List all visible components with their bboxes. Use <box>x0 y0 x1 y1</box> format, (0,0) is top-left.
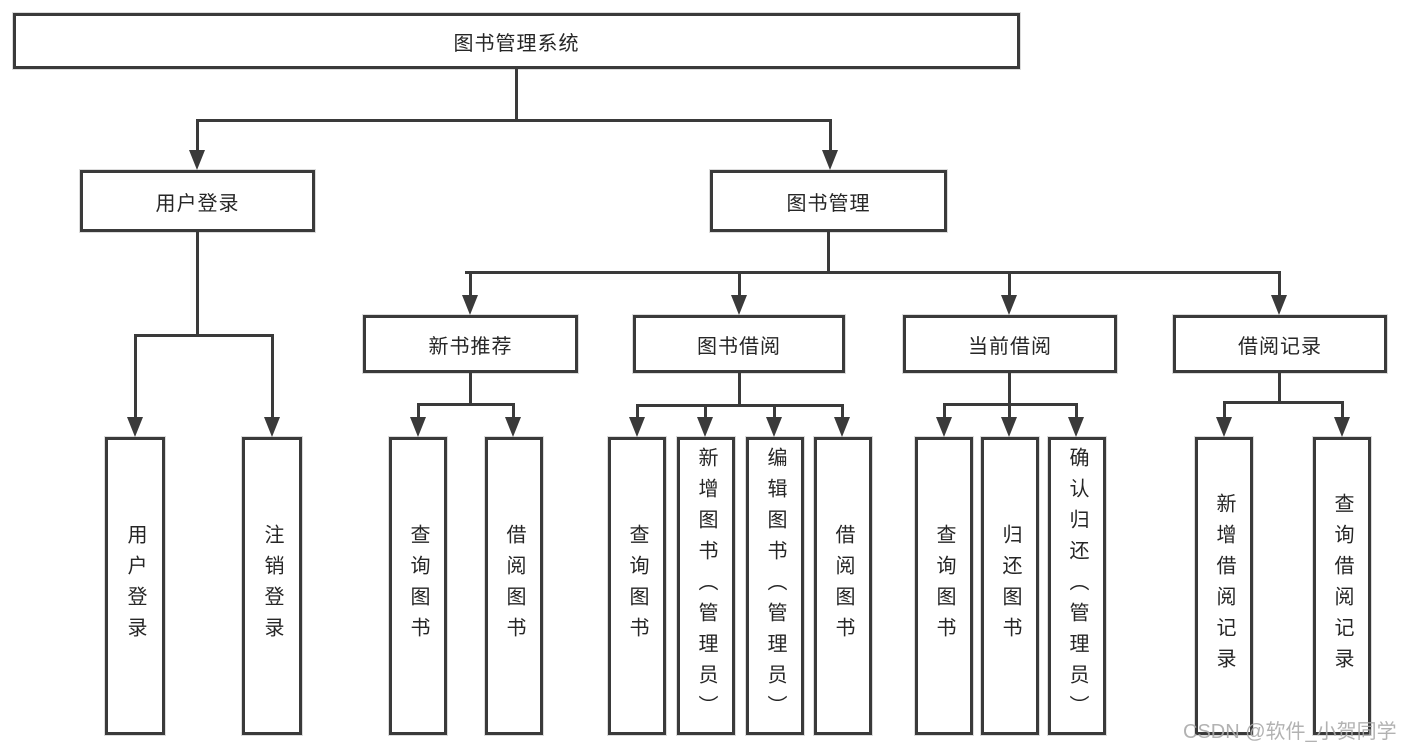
node-label: 图书管理系统 <box>453 32 580 55</box>
leaf-edit-book-admin: 编辑图书（管理员） <box>746 437 804 735</box>
connector-new-book-bar <box>417 403 515 406</box>
arrow-down-icon <box>936 417 952 437</box>
connector-borrow-records-bar <box>1223 401 1343 404</box>
leaf-user-login: 用户登录 <box>105 437 165 735</box>
connector-drop-current-borrow <box>1008 271 1011 298</box>
node-book-borrow: 图书借阅 <box>633 315 845 373</box>
leaf-label: 借阅图书 <box>503 524 525 648</box>
leaf-query-books-3: 查询图书 <box>915 437 973 735</box>
node-library-management-system: 图书管理系统 <box>13 13 1020 69</box>
arrow-down-icon <box>189 150 205 170</box>
leaf-confirm-return-admin: 确认归还（管理员） <box>1048 437 1106 735</box>
leaf-label: 用户登录 <box>124 524 146 648</box>
connector-user-login-bar <box>134 334 274 337</box>
leaf-label: 查询图书 <box>626 524 648 648</box>
node-label: 用户登录 <box>155 192 240 215</box>
connector-drop <box>417 403 420 420</box>
connector-drop-new-book <box>469 271 472 298</box>
arrow-down-icon <box>1068 417 1084 437</box>
connector-book-borrow-bar <box>636 404 844 407</box>
leaf-query-borrow-record: 查询借阅记录 <box>1313 437 1371 735</box>
node-user-login: 用户登录 <box>80 170 315 232</box>
arrow-down-icon <box>1216 417 1232 437</box>
node-label: 当前借阅 <box>968 335 1052 358</box>
connector-drop <box>773 404 776 420</box>
leaf-add-borrow-record: 新增借阅记录 <box>1195 437 1253 735</box>
leaf-label: 确认归还（管理员） <box>1066 446 1088 726</box>
node-label: 新书推荐 <box>428 335 513 358</box>
leaf-label: 新增图书（管理员） <box>695 446 717 726</box>
arrow-down-icon <box>731 295 747 315</box>
node-label: 图书借阅 <box>697 335 781 358</box>
arrow-down-icon <box>1001 295 1017 315</box>
csdn-watermark: CSDN @软件_小贺同学 <box>1183 721 1397 743</box>
connector-book-management-stem <box>827 232 830 273</box>
arrow-down-icon <box>505 417 521 437</box>
leaf-add-book-admin: 新增图书（管理员） <box>677 437 735 735</box>
connector-user-login-stem <box>196 232 199 336</box>
connector-level1-bar <box>196 119 832 122</box>
connector-drop-leaf-user-login <box>134 334 137 420</box>
leaf-logout: 注销登录 <box>242 437 302 735</box>
arrow-down-icon <box>410 417 426 437</box>
connector-drop <box>704 404 707 420</box>
connector-drop-book-borrow <box>738 271 741 298</box>
node-new-book-recommend: 新书推荐 <box>363 315 578 373</box>
connector-drop-book-management <box>829 119 832 153</box>
connector-drop <box>512 403 515 420</box>
arrow-down-icon <box>1334 417 1350 437</box>
node-label: 图书管理 <box>786 192 871 215</box>
connector-drop <box>841 404 844 420</box>
connector-borrow-records-stem <box>1278 373 1281 404</box>
arrow-down-icon <box>697 417 713 437</box>
node-current-borrow: 当前借阅 <box>903 315 1117 373</box>
arrow-down-icon <box>822 150 838 170</box>
connector-drop <box>636 404 639 420</box>
arrow-down-icon <box>629 417 645 437</box>
arrow-down-icon <box>264 417 280 437</box>
leaf-label: 查询图书 <box>933 524 955 648</box>
node-book-management: 图书管理 <box>710 170 947 232</box>
leaf-label: 注销登录 <box>261 524 283 648</box>
connector-drop <box>1341 401 1344 420</box>
leaf-label: 新增借阅记录 <box>1213 493 1235 679</box>
leaf-return-book: 归还图书 <box>981 437 1039 735</box>
connector-book-borrow-stem <box>738 373 741 407</box>
leaf-label: 借阅图书 <box>832 524 854 648</box>
leaf-label: 查询图书 <box>407 524 429 648</box>
connector-drop <box>1223 401 1226 420</box>
connector-drop-leaf-logout <box>271 334 274 420</box>
arrow-down-icon <box>834 417 850 437</box>
arrow-down-icon <box>127 417 143 437</box>
connector-drop <box>943 403 946 420</box>
connector-level3-bar <box>465 271 1281 274</box>
arrow-down-icon <box>766 417 782 437</box>
connector-drop <box>1075 403 1078 420</box>
connector-current-borrow-stem <box>1008 373 1011 406</box>
arrow-down-icon <box>1271 295 1287 315</box>
connector-drop-user-login <box>196 119 199 153</box>
connector-drop-borrow-records <box>1278 271 1281 298</box>
connector-drop <box>1008 403 1011 420</box>
arrow-down-icon <box>1001 417 1017 437</box>
leaf-label: 归还图书 <box>999 524 1021 648</box>
arrow-down-icon <box>462 295 478 315</box>
leaf-query-books-2: 查询图书 <box>608 437 666 735</box>
leaf-borrow-books-1: 借阅图书 <box>485 437 543 735</box>
connector-new-book-stem <box>469 373 472 406</box>
leaf-label: 编辑图书（管理员） <box>764 446 786 726</box>
connector-root-stem <box>515 69 518 120</box>
node-borrow-records: 借阅记录 <box>1173 315 1387 373</box>
leaf-query-books-1: 查询图书 <box>389 437 447 735</box>
node-label: 借阅记录 <box>1238 335 1322 358</box>
leaf-label: 查询借阅记录 <box>1331 493 1353 679</box>
leaf-borrow-books-2: 借阅图书 <box>814 437 872 735</box>
